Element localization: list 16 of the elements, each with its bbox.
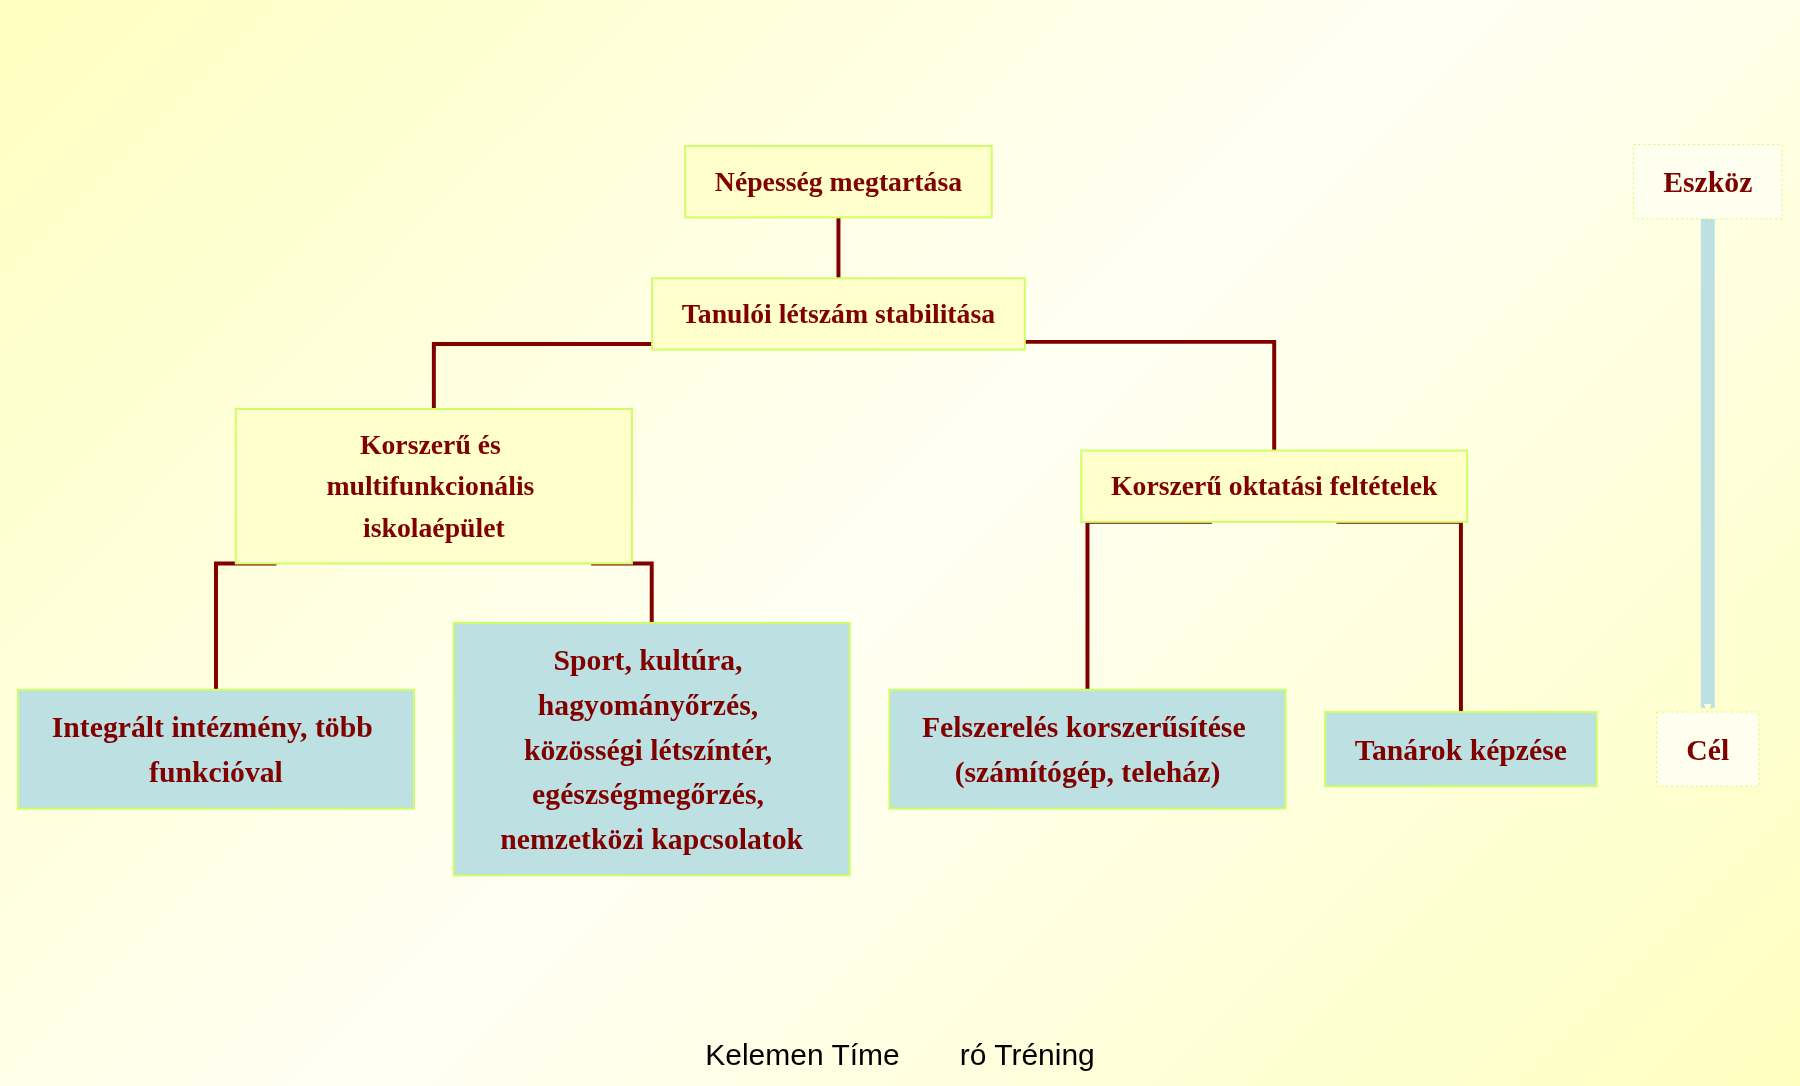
- connector: [214, 561, 277, 690]
- connector: [591, 561, 654, 623]
- connector: [431, 342, 653, 409]
- node-box: Cél: [1656, 711, 1760, 787]
- node-box: Felszerelés korszerűsítése (számítógép, teleház): [888, 688, 1287, 810]
- footer-text: Kelemen Tíme: [705, 1038, 900, 1072]
- node-box: Korszerű oktatási feltételek: [1080, 449, 1469, 523]
- footer-text: ró Tréning: [959, 1038, 1095, 1072]
- node-box: Korszerű és multifunkcionális iskolaépület: [234, 408, 633, 565]
- node-box: Népesség megtartása: [684, 145, 993, 219]
- node-box: Sport, kultúra, hagyományőrzés, közösségi létszíntér, egészségmegőrzés, nemzetközi kapcsolatok: [452, 621, 851, 877]
- node-box: Tanulói létszám stabilitása: [651, 277, 1026, 351]
- connector: [1024, 339, 1277, 451]
- node-box: Integrált intézmény, több funkcióval: [16, 688, 416, 810]
- node-box: Tanárok képzése: [1324, 711, 1598, 788]
- node-box: Eszköz: [1633, 144, 1783, 220]
